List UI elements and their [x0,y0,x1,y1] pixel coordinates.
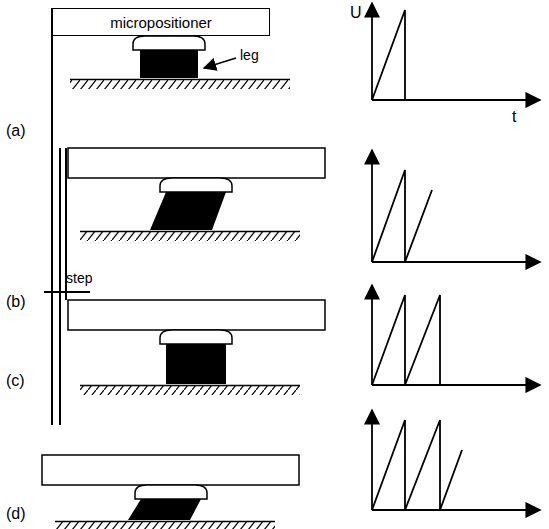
panel-a [70,36,290,89]
voltage-graph [372,3,540,510]
leader-line [204,58,236,68]
reference-line [44,8,90,425]
panel-label: (c) [6,372,25,390]
panel-b [68,148,325,241]
axis-label: t [512,108,516,126]
panel-c [68,300,325,395]
box-text: micropositioner [110,14,212,31]
panel-label: (b) [6,293,26,311]
panel-d [42,455,299,529]
axis-label: U [350,4,362,22]
panel-label: (d) [6,505,26,523]
micropositioner-box: micropositioner [52,8,270,36]
step-label: step [66,270,92,286]
panel-label: (a) [6,122,26,140]
part-label: leg [240,47,259,63]
